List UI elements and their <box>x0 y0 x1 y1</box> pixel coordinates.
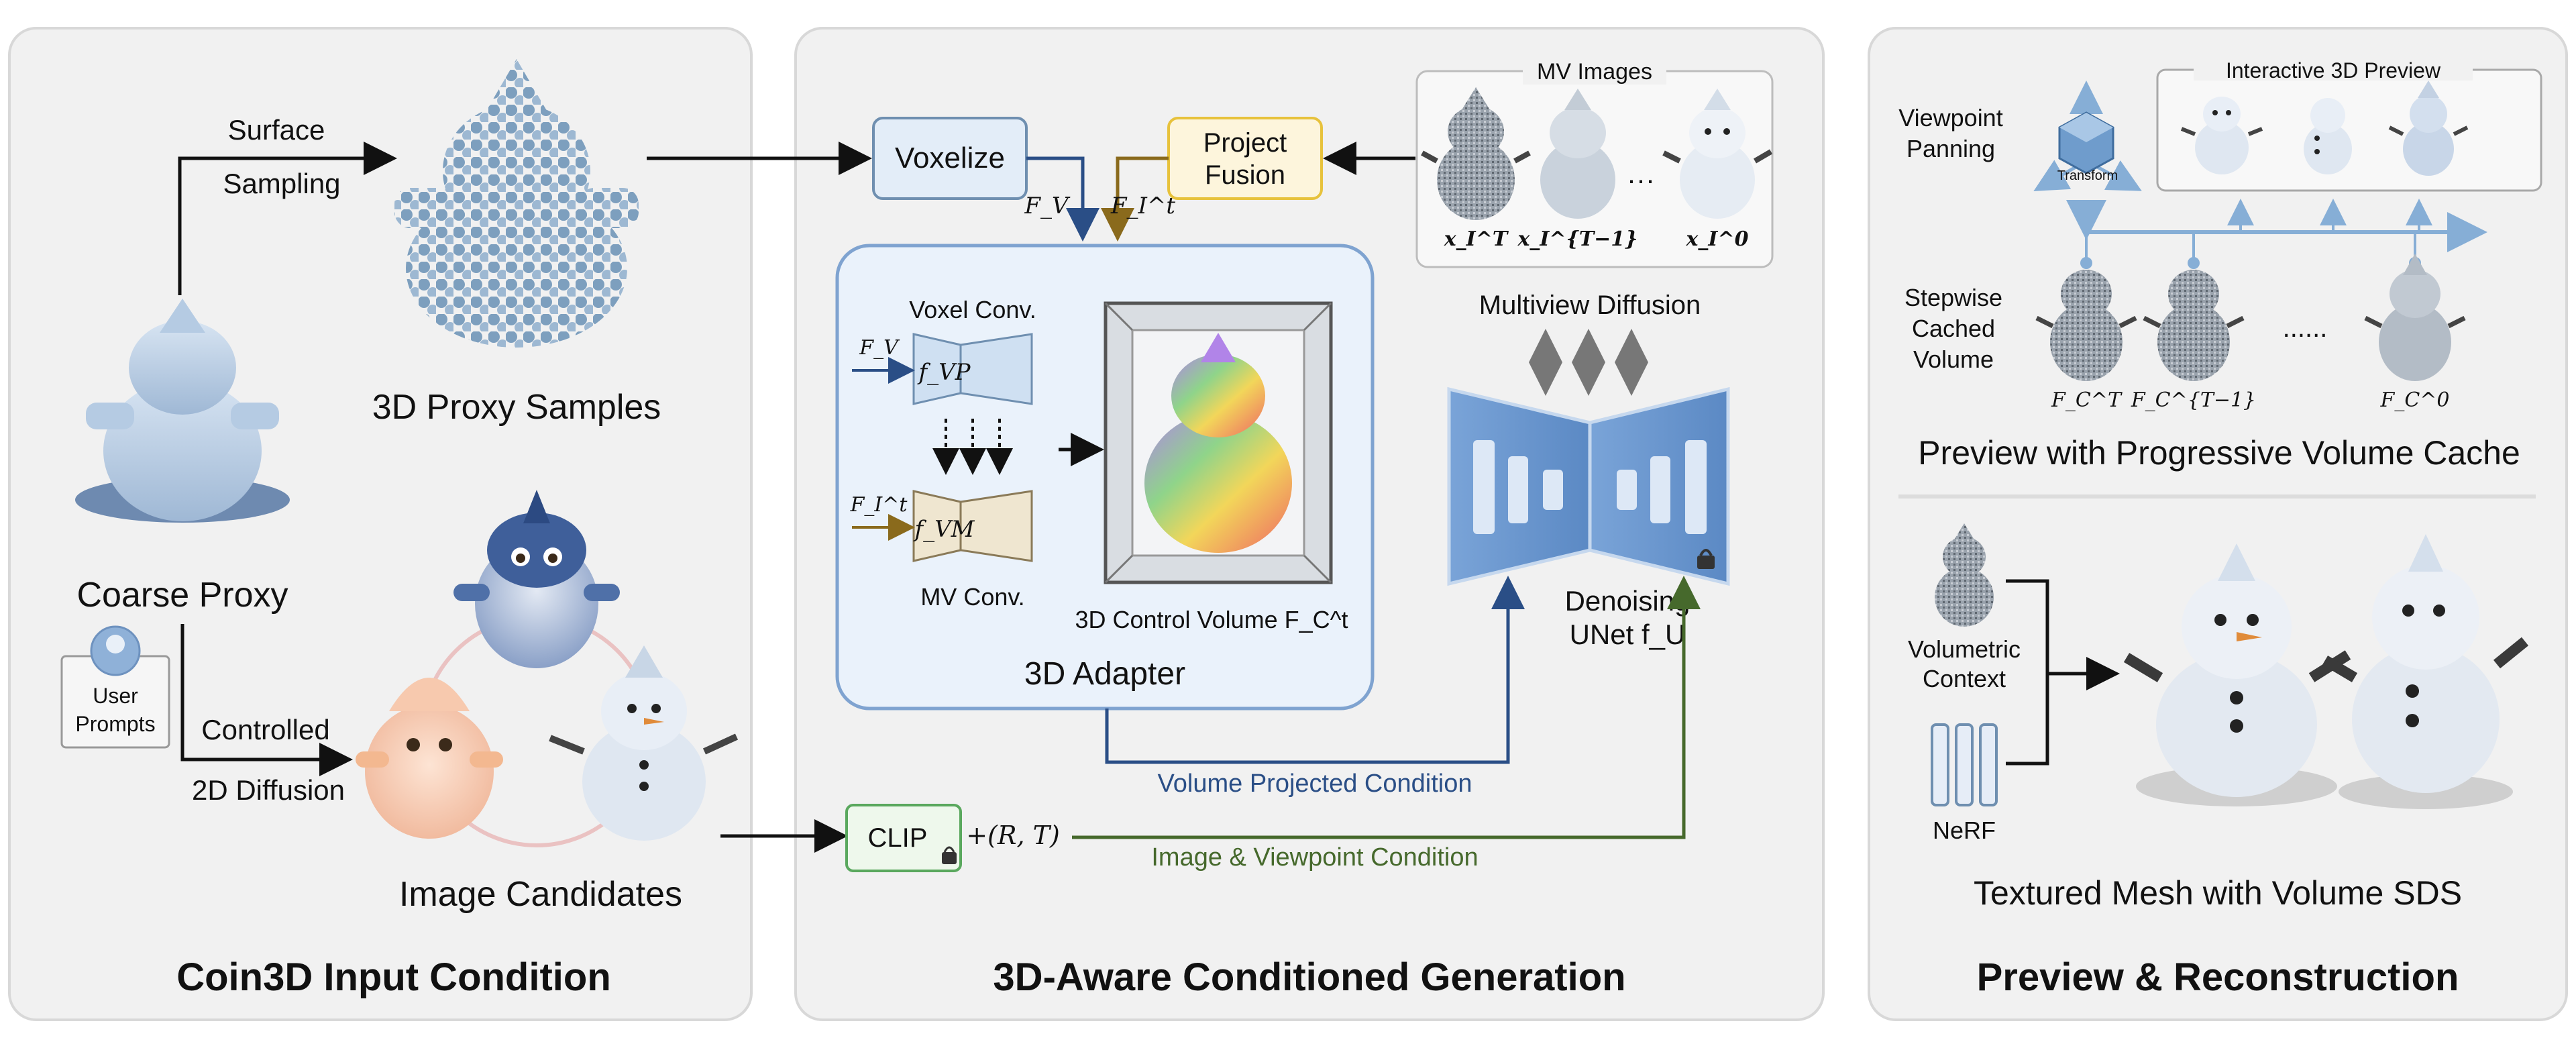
cached-volume-t-minus-1[interactable] <box>2143 270 2245 381</box>
adapter-fv-label: F_V <box>859 336 900 360</box>
user-label: User <box>93 684 138 708</box>
user-prompts-box[interactable]: User Prompts <box>60 625 170 749</box>
mv-images-label: MV Images <box>1537 59 1652 85</box>
proxy-samples-pointcloud <box>394 59 639 348</box>
mv-image-clean[interactable] <box>1662 89 1773 219</box>
rt-label: +(R, T) <box>966 821 1060 850</box>
preview-caption: Preview with Progressive Volume Cache <box>1918 434 2520 472</box>
controlled-label: Controlled <box>201 714 329 745</box>
fvm-block[interactable]: f_VM <box>912 490 1033 562</box>
volume-condition-label: Volume Projected Condition <box>1158 770 1472 798</box>
volumetric-label: Volumetric <box>1908 635 2021 663</box>
clip-label: CLIP <box>868 823 928 853</box>
preview-view-2[interactable] <box>2304 98 2352 174</box>
textured-mesh-front[interactable] <box>2123 543 2351 806</box>
voxelize-label: Voxelize <box>895 142 1005 174</box>
candidate-peach-character[interactable] <box>356 678 503 839</box>
timeline-node-1 <box>2080 257 2092 269</box>
image-condition-arrow <box>1072 576 1701 839</box>
surface-sampling-arrow <box>178 142 397 295</box>
viewpoint-label: Viewpoint <box>1898 104 2002 132</box>
project-fusion-block[interactable]: Project Fusion <box>1167 117 1323 200</box>
input-condition-panel <box>8 27 753 1021</box>
fc-label-t: F_C^T <box>2051 388 2123 412</box>
prompts-label: Prompts <box>75 712 155 736</box>
fit-arrow <box>1101 156 1169 242</box>
denoising-label: Denoising <box>1565 585 1690 617</box>
textured-mesh-side[interactable] <box>2322 534 2529 809</box>
adapter-fit-label: F_I^t <box>850 493 908 517</box>
transform-gizmo-icon[interactable] <box>2033 81 2142 191</box>
adapter-label: 3D Adapter <box>1024 656 1185 692</box>
fv-arrow <box>1026 156 1099 242</box>
panning-label: Panning <box>1907 135 1995 162</box>
mv-dots: ··· <box>1627 164 1655 195</box>
nerf-icon <box>1931 723 1998 806</box>
coarse-proxy-label: Coarse Proxy <box>77 576 288 615</box>
fit-label: F_I^t <box>1110 193 1176 219</box>
diffusion2d-label: 2D Diffusion <box>192 774 345 806</box>
candidate-snowman[interactable] <box>549 645 739 841</box>
fv-label: F_V <box>1024 193 1071 219</box>
sampling-label: Sampling <box>223 168 340 199</box>
multiview-diffusion-label: Multiview Diffusion <box>1479 291 1701 320</box>
mesh-caption: Textured Mesh with Volume SDS <box>1974 874 2462 912</box>
image-condition-label: Image & Viewpoint Condition <box>1151 843 1478 872</box>
volume-condition-arrow <box>1105 576 1525 764</box>
x-label-t-minus-1: x_I^{T−1} <box>1517 227 1638 251</box>
control-volume-cube <box>1104 301 1333 584</box>
surface-label: Surface <box>228 114 325 146</box>
x-label-t: x_I^T <box>1444 227 1509 251</box>
mv-image-noisy[interactable] <box>1421 87 1531 220</box>
mv-image-mid[interactable] <box>1540 89 1615 219</box>
panel-title-input: Coin3D Input Condition <box>176 955 611 999</box>
voxelize-block[interactable]: Voxelize <box>872 117 1028 200</box>
control-volume-label: 3D Control Volume F_C^t <box>1075 606 1348 633</box>
fvm-label: f_VM <box>913 516 975 543</box>
clip-block[interactable]: CLIP <box>845 804 962 872</box>
interactive-preview-box[interactable]: Interactive 3D Preview <box>2156 58 2542 192</box>
preview-view-1[interactable] <box>2180 97 2263 174</box>
image-candidates-label: Image Candidates <box>399 875 682 914</box>
panel-title-generation: 3D-Aware Conditioned Generation <box>993 955 1625 999</box>
cached-volume-t[interactable] <box>2035 270 2137 381</box>
candidate-blue-character[interactable] <box>453 490 620 668</box>
panel-title-preview: Preview & Reconstruction <box>1977 955 2459 999</box>
cached-label: Cached <box>1912 315 1995 342</box>
fc-label-t-minus-1: F_C^{T−1} <box>2131 388 2256 412</box>
adapter-block[interactable]: Voxel Conv. f_VP F_V f_VM F_I^t MV Conv. <box>835 244 1375 711</box>
clip-lock-icon <box>942 846 957 864</box>
proxy-samples-label: 3D Proxy Samples <box>372 388 661 427</box>
voxel-conv-label: Voxel Conv. <box>909 296 1036 323</box>
fc-label-0: F_C^0 <box>2380 388 2450 412</box>
mv-conv-label: MV Conv. <box>920 583 1024 611</box>
x-label-0: x_I^0 <box>1686 227 1749 251</box>
fusion-label: Fusion <box>1205 160 1285 190</box>
nerf-label: NeRF <box>1933 817 1996 844</box>
denoising-unet[interactable] <box>1447 386 1730 586</box>
image-candidates-group <box>356 490 739 847</box>
fvp-block[interactable]: f_VP <box>912 333 1033 405</box>
mv-images-box: MV Images ··· x_I^T x_I^{T−1} x_I^0 <box>1415 59 1774 268</box>
cached-dots: ...... <box>2283 313 2328 343</box>
volumetric-context-thumb[interactable] <box>1935 523 1994 627</box>
cached-volume-0[interactable] <box>2364 254 2466 381</box>
volume-label: Volume <box>1913 346 1994 373</box>
unet-lock-icon <box>1697 549 1715 569</box>
interactive-preview-label: Interactive 3D Preview <box>2226 58 2441 83</box>
stepwise-label: Stepwise <box>1904 284 2002 311</box>
fvp-label: f_VP <box>916 359 971 386</box>
timeline-node-2 <box>2188 257 2200 269</box>
unet-label: UNet f_U <box>1570 619 1686 650</box>
controlled-diffusion-arrow <box>180 624 353 776</box>
transform-label: Transform <box>2057 168 2118 183</box>
context-label: Context <box>1923 665 2006 692</box>
project-label: Project <box>1203 128 1287 158</box>
coarse-proxy-shape <box>75 299 290 523</box>
preview-view-3[interactable] <box>2388 81 2469 176</box>
